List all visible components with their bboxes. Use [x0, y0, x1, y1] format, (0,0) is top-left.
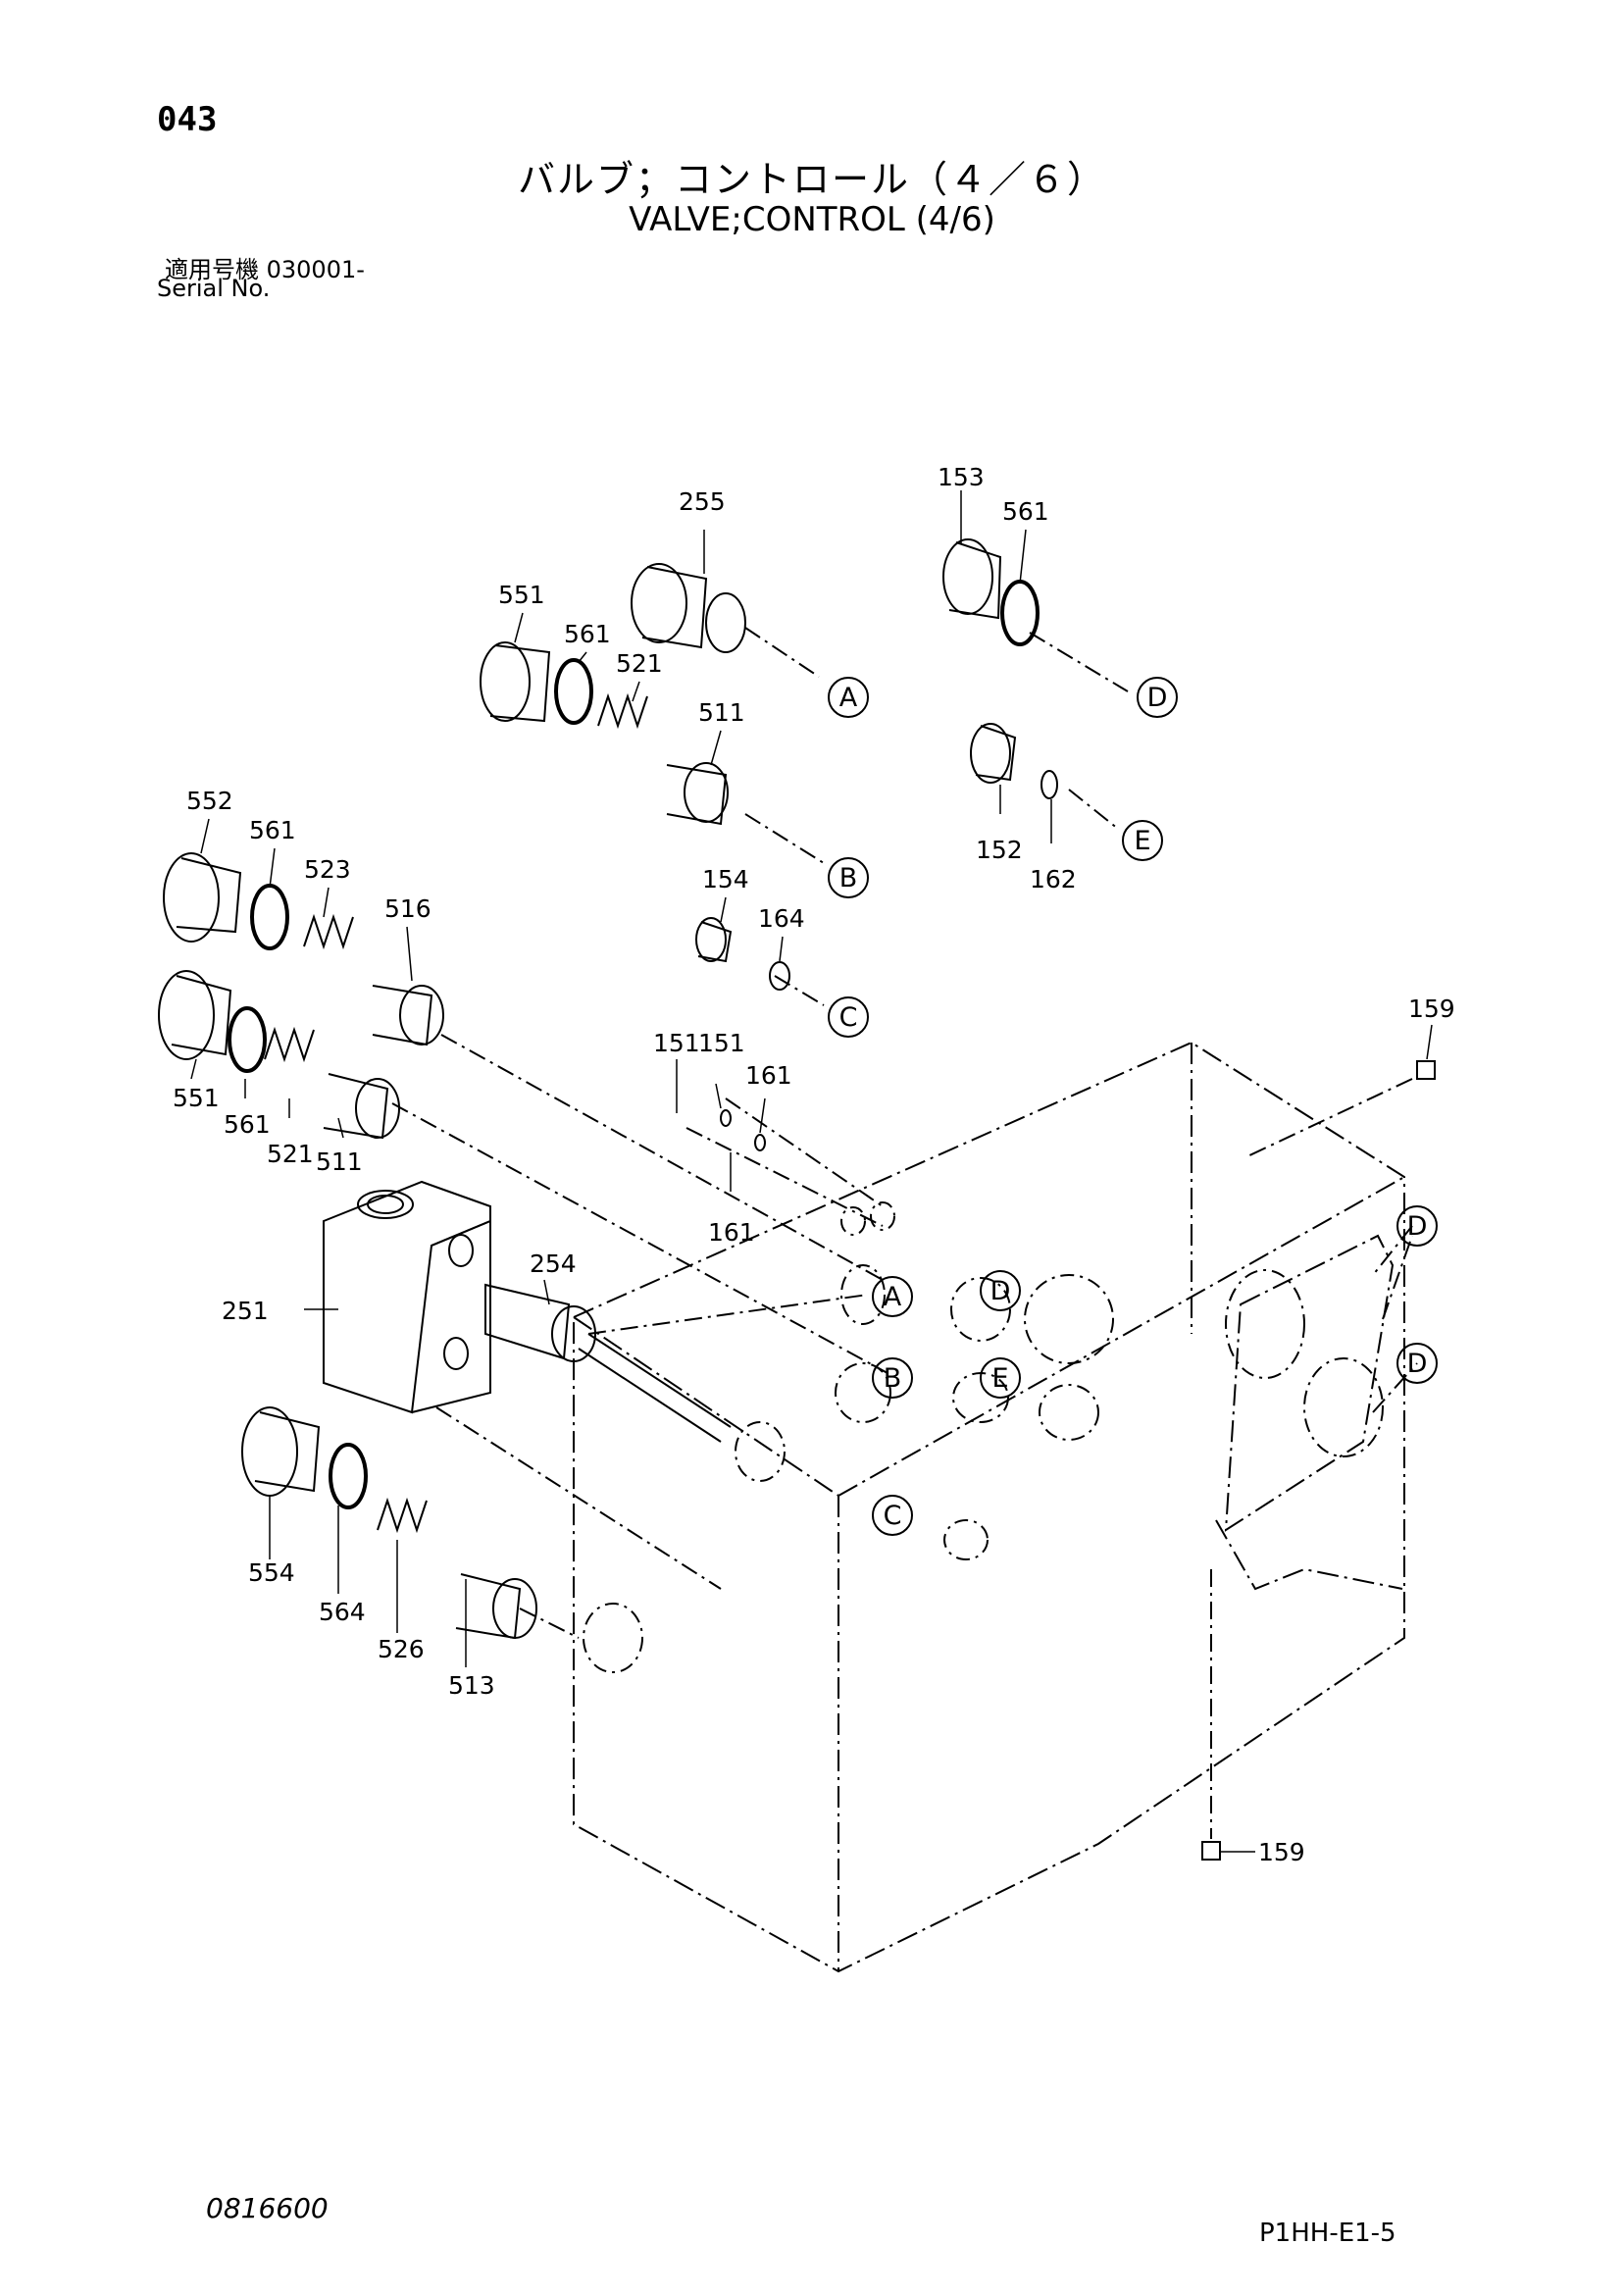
ref-letter-d-side-1: D — [1407, 1211, 1428, 1242]
plug-159-bottom — [1201, 1841, 1221, 1861]
plug-159-top — [1416, 1060, 1436, 1080]
part-plugs — [158, 538, 1017, 1640]
ref-letter-d-body: D — [990, 1276, 1011, 1306]
part-label-251: 251 — [222, 1297, 269, 1325]
part-label-513: 513 — [448, 1671, 495, 1700]
part-label-151-a: 151 — [653, 1029, 700, 1057]
part-label-164: 164 — [758, 904, 805, 933]
ref-letter-c-top: C — [839, 1002, 858, 1033]
sheet-number: P1HH-E1-5 — [1259, 2219, 1396, 2248]
part-label-551-top: 551 — [498, 581, 545, 609]
ref-circles — [828, 677, 1438, 1536]
part-label-152: 152 — [976, 836, 1023, 864]
valve-body-outline — [573, 1041, 1405, 1973]
part-label-564: 564 — [319, 1598, 366, 1626]
springs — [264, 692, 648, 1534]
ref-letter-d-top: D — [1147, 683, 1168, 713]
title-japanese: バルブ；コントロール（４／６） — [517, 158, 1106, 201]
part-label-561-mid: 561 — [564, 620, 611, 648]
part-label-154: 154 — [702, 865, 749, 893]
part-label-552: 552 — [186, 787, 233, 815]
ref-letter-e-body: E — [991, 1363, 1008, 1394]
ref-letter-b-top: B — [839, 863, 858, 893]
part-251-cover — [323, 1180, 491, 1414]
part-label-254: 254 — [530, 1250, 577, 1278]
serial-label-en: Serial No. — [157, 275, 271, 302]
part-label-551-left: 551 — [173, 1084, 220, 1112]
serial-range-jp: 適用号機 030001- — [165, 256, 365, 283]
part-leaders — [190, 490, 1433, 1853]
part-label-153: 153 — [938, 463, 985, 491]
part-label-159-bottom: 159 — [1258, 1838, 1305, 1866]
o-rings — [228, 580, 1040, 1509]
title-english: VALVE;CONTROL (4/6) — [629, 200, 995, 239]
part-label-511-mid: 511 — [698, 698, 745, 727]
part-label-511-low: 511 — [316, 1148, 363, 1176]
valve-port-outlines — [583, 1201, 1384, 1673]
part-label-561-top: 561 — [1002, 497, 1049, 526]
small-o-rings — [720, 770, 1058, 1151]
part-label-516: 516 — [384, 894, 431, 923]
part-label-521-low: 521 — [267, 1140, 314, 1168]
part-label-561-low: 561 — [224, 1110, 271, 1139]
part-254-spool — [484, 1283, 732, 1443]
ref-letter-e-top: E — [1134, 826, 1150, 856]
part-label-151-b: 151 — [698, 1029, 745, 1057]
ref-letter-b-body: B — [884, 1363, 902, 1394]
part-label-162: 162 — [1030, 865, 1077, 893]
page-number: 043 — [157, 100, 218, 139]
ref-letter-a-top: A — [839, 683, 858, 713]
part-label-255: 255 — [679, 487, 726, 516]
part-label-554: 554 — [248, 1558, 295, 1587]
part-label-159-top: 159 — [1408, 995, 1455, 1023]
drawing-number: 0816600 — [206, 2192, 329, 2224]
part-label-161-b: 161 — [708, 1218, 755, 1247]
ref-letter-c-body: C — [884, 1501, 902, 1531]
part-label-526: 526 — [378, 1635, 425, 1663]
ref-letter-a-body: A — [884, 1282, 902, 1312]
assembly-leader-lines — [391, 627, 1418, 1839]
part-label-521-mid: 521 — [616, 649, 663, 678]
part-label-161-a: 161 — [745, 1061, 792, 1090]
part-label-561-left: 561 — [249, 816, 296, 844]
ref-letter-d-side-2: D — [1407, 1349, 1428, 1379]
part-label-523: 523 — [304, 855, 351, 884]
